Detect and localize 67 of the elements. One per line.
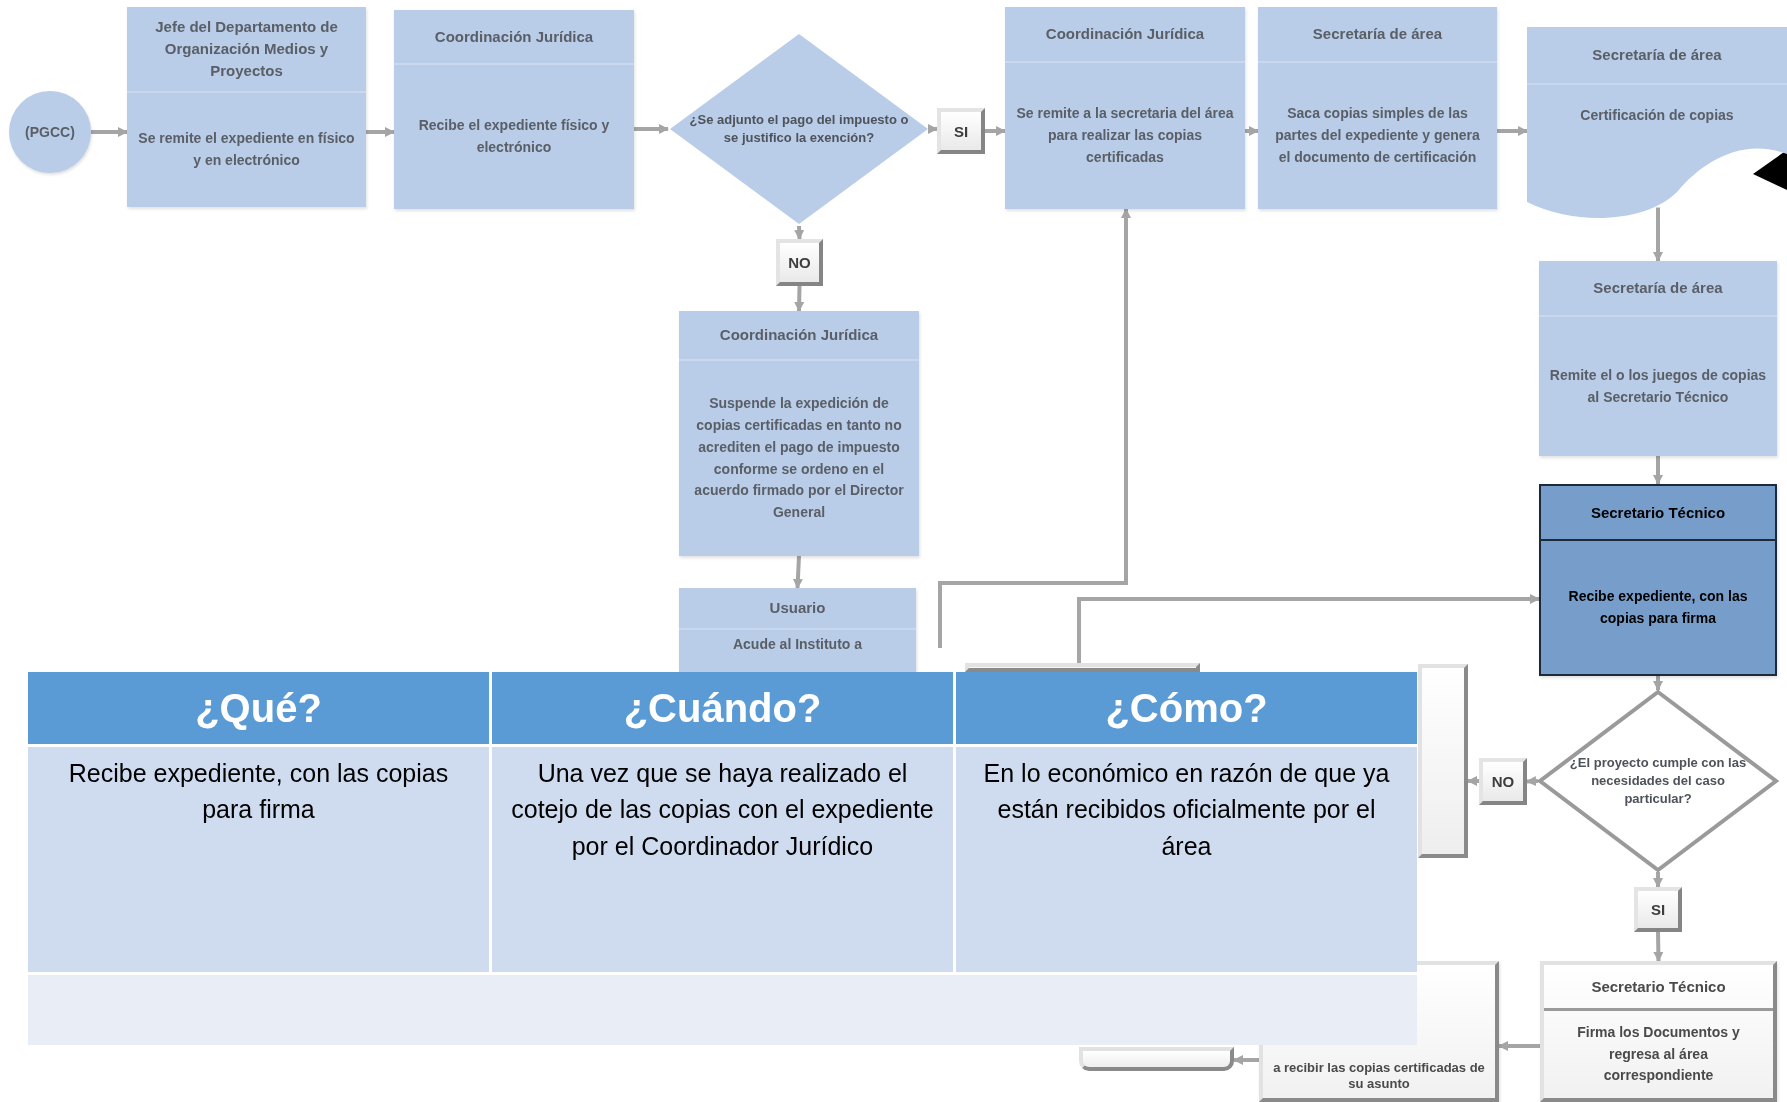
arrow (928, 124, 938, 134)
role-heading: Usuario (769, 598, 826, 619)
table-cell: Una vez que se haya realizado el cotejo de las copias con el expediente por el Coordinador Jurídico (492, 747, 953, 972)
role-heading: Secretaría de área (1312, 24, 1443, 45)
arrow (1498, 1041, 1540, 1051)
table-header-cell: ¿Cómo? (956, 672, 1417, 744)
arrow (1653, 207, 1663, 262)
process-box (1258, 7, 1497, 209)
process-box (127, 7, 366, 207)
arrow (1653, 931, 1664, 962)
role-heading: Coordinación Jurídica (719, 325, 879, 346)
arrow (1467, 776, 1479, 786)
step-text: Firma los Documentos y regresa al área correspondiente (1576, 1022, 1741, 1086)
step-text: Saca copias simples de las partes del expediente y genera el documento de certificación (1274, 104, 1481, 167)
table-cell: Recibe expediente, con las copias para firma (28, 747, 489, 972)
table-cell: En lo económico en razón de que ya están recibidos oficialmente por el área (956, 747, 1417, 972)
process-box (1540, 961, 1777, 1102)
answer-badge: NO (776, 239, 823, 286)
step-text: Recibe expediente, con las copias para firma (1567, 586, 1749, 628)
arrow (1653, 676, 1663, 691)
role-heading: Coordinación Jurídica (434, 26, 594, 47)
arrow (91, 127, 128, 137)
arrow (794, 225, 805, 240)
table-header-cell: ¿Cuándo? (492, 672, 953, 744)
role-heading: Secretaría de área (1593, 278, 1723, 299)
terminator-box (1079, 1047, 1234, 1071)
process-box (1539, 484, 1777, 676)
role-heading: Coordinación Jurídica (1045, 24, 1205, 45)
process-box (394, 10, 634, 209)
arrow (1526, 776, 1539, 787)
arrow (1077, 594, 1540, 663)
step-text: Suspende la expedición de copias certificadas en tanto no acrediten el pago de impuesto conforme se ordeno en el acuerdo firmado por el Director General (693, 394, 905, 522)
arrow (1653, 456, 1663, 485)
step-text: Acude al Instituto a (732, 635, 863, 654)
step-text: Remite el o los juegos de copias al Secretario Técnico (1549, 365, 1767, 407)
step-text: Certificación de copias (1580, 107, 1734, 123)
arrow (1245, 126, 1259, 136)
decision-text: ¿Se adjunto el pago del impuesto o se justifico la exención? (688, 110, 910, 147)
circle-label: (PGCC) (25, 124, 75, 140)
role-heading: Jefe del Departamento de Organización Medios y Proyectos (154, 17, 339, 81)
arrow (794, 285, 805, 312)
role-heading: Secretario Técnico (1590, 502, 1726, 523)
process-box (679, 588, 916, 672)
step-text: a recibir las copias certificadas de su asunto (1272, 1059, 1486, 1092)
arrow (1233, 1055, 1259, 1065)
table-header-cell: ¿Qué? (28, 672, 489, 744)
step-text: Se remite a la secretaria del área para realizar las copias certificadas (1015, 104, 1235, 167)
arrow (366, 127, 395, 137)
answer-badge: SI (937, 108, 985, 154)
arrow (1497, 126, 1528, 136)
process-box (1539, 261, 1777, 456)
step-text: Recibe el expediente físico y electrónico (417, 116, 611, 157)
arrow (634, 124, 669, 134)
process-box (965, 663, 1200, 672)
arrow (792, 555, 803, 589)
arrow (938, 208, 1131, 648)
arrow (985, 126, 1006, 136)
role-heading: Secretario Técnico (1591, 976, 1726, 997)
arrow (1653, 872, 1663, 888)
process-box (679, 311, 919, 556)
answer-badge: SI (1634, 887, 1682, 932)
step-text: Se remite el expediente en físico y en electrónico (137, 129, 356, 170)
process-box (1418, 664, 1468, 858)
decision-text: ¿El proyecto cumple con las necesidades del caso particular? (1568, 753, 1748, 809)
process-box (1005, 7, 1245, 209)
role-heading: Secretaría de área (1592, 45, 1722, 66)
answer-badge: NO (1479, 758, 1527, 805)
